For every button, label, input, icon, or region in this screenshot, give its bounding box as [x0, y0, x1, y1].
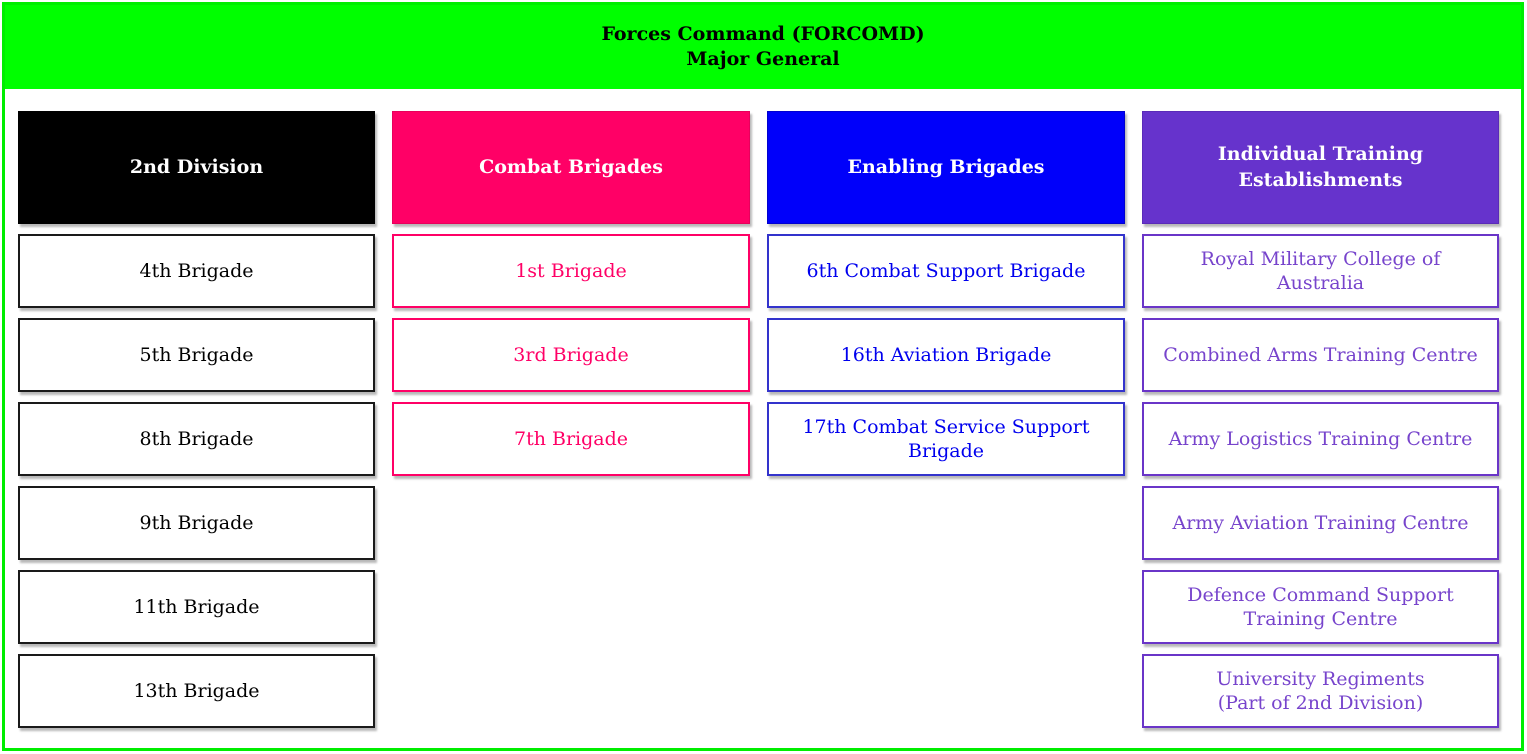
org-box-5th-brigade: 5th Brigade: [18, 318, 375, 392]
column-combat-brigades: Combat Brigades 1st Brigade 3rd Brigade …: [392, 111, 750, 476]
org-box-16th-aviation-brigade: 16th Aviation Brigade: [767, 318, 1125, 392]
org-box-13th-brigade: 13th Brigade: [18, 654, 375, 728]
org-box-royal-military-college: Royal Military College of Australia: [1142, 234, 1499, 308]
column-individual-training-establishments: Individual Training Establishments Royal…: [1142, 111, 1499, 728]
org-box-4th-brigade: 4th Brigade: [18, 234, 375, 308]
org-chart: 2nd Division 4th Brigade 5th Brigade 8th…: [5, 89, 1521, 728]
org-box-army-aviation-training-centre: Army Aviation Training Centre: [1142, 486, 1499, 560]
org-box-7th-brigade: 7th Brigade: [392, 402, 750, 476]
column-header-enabling-brigades: Enabling Brigades: [767, 111, 1125, 224]
org-box-11th-brigade: 11th Brigade: [18, 570, 375, 644]
column-2nd-division: 2nd Division 4th Brigade 5th Brigade 8th…: [18, 111, 375, 728]
org-box-defence-command-support-training-centre: Defence Command Support Training Centre: [1142, 570, 1499, 644]
org-box-17th-combat-service-support-brigade: 17th Combat Service Support Brigade: [767, 402, 1125, 476]
forcomd-title: Forces Command (FORCOMD) Major General: [601, 22, 925, 70]
org-box-3rd-brigade: 3rd Brigade: [392, 318, 750, 392]
column-enabling-brigades: Enabling Brigades 6th Combat Support Bri…: [767, 111, 1125, 476]
column-header-2nd-division: 2nd Division: [18, 111, 375, 224]
org-box-6th-combat-support-brigade: 6th Combat Support Brigade: [767, 234, 1125, 308]
org-box-9th-brigade: 9th Brigade: [18, 486, 375, 560]
org-box-army-logistics-training-centre: Army Logistics Training Centre: [1142, 402, 1499, 476]
forcomd-header-banner: Forces Command (FORCOMD) Major General: [5, 5, 1521, 89]
org-box-university-regiments: University Regiments (Part of 2nd Divisi…: [1142, 654, 1499, 728]
column-header-individual-training-establishments: Individual Training Establishments: [1142, 111, 1499, 224]
org-box-1st-brigade: 1st Brigade: [392, 234, 750, 308]
org-box-combined-arms-training-centre: Combined Arms Training Centre: [1142, 318, 1499, 392]
column-header-combat-brigades: Combat Brigades: [392, 111, 750, 224]
org-box-8th-brigade: 8th Brigade: [18, 402, 375, 476]
